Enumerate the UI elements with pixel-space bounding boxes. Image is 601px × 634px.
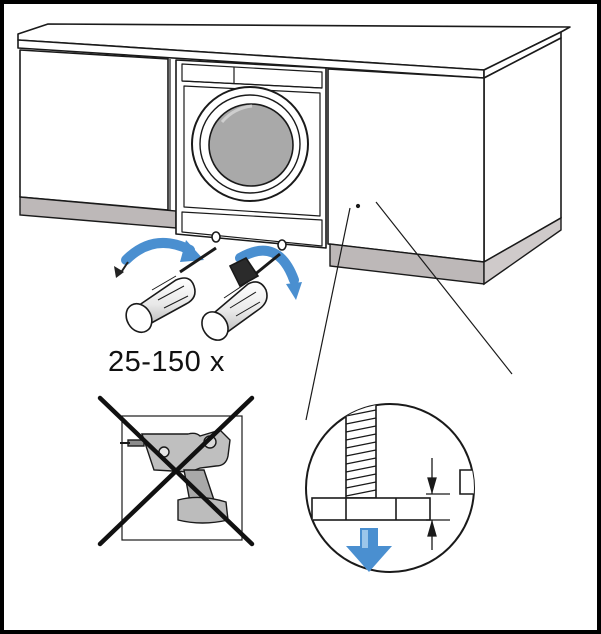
cabinet-plinths	[19, 196, 562, 286]
zoom-callout	[305, 201, 513, 421]
screwdriver-icon	[125, 246, 281, 341]
arrow-down-icon	[346, 528, 392, 572]
diagram-canvas	[17, 23, 571, 573]
washing-machine	[175, 59, 327, 251]
prohibited-cross-icon	[97, 395, 255, 547]
height-gap-dimension-icon	[426, 458, 450, 550]
machine-kick-panel	[181, 211, 323, 247]
detail-magnifier	[305, 403, 475, 573]
screwdriver-right	[201, 252, 281, 341]
adjustable-foot-nut	[311, 497, 431, 521]
left-cabinet-door	[19, 49, 169, 211]
machine-door	[191, 86, 309, 202]
rotate-arrow-icon	[114, 238, 302, 300]
screwdriver-left	[125, 246, 217, 334]
plinth-detail	[459, 423, 474, 495]
adjustable-foot-thread	[345, 404, 377, 499]
turn-count-label: 25-150 x	[108, 346, 225, 378]
right-plinth-side	[483, 216, 562, 286]
right-cabinet-door	[327, 68, 485, 263]
